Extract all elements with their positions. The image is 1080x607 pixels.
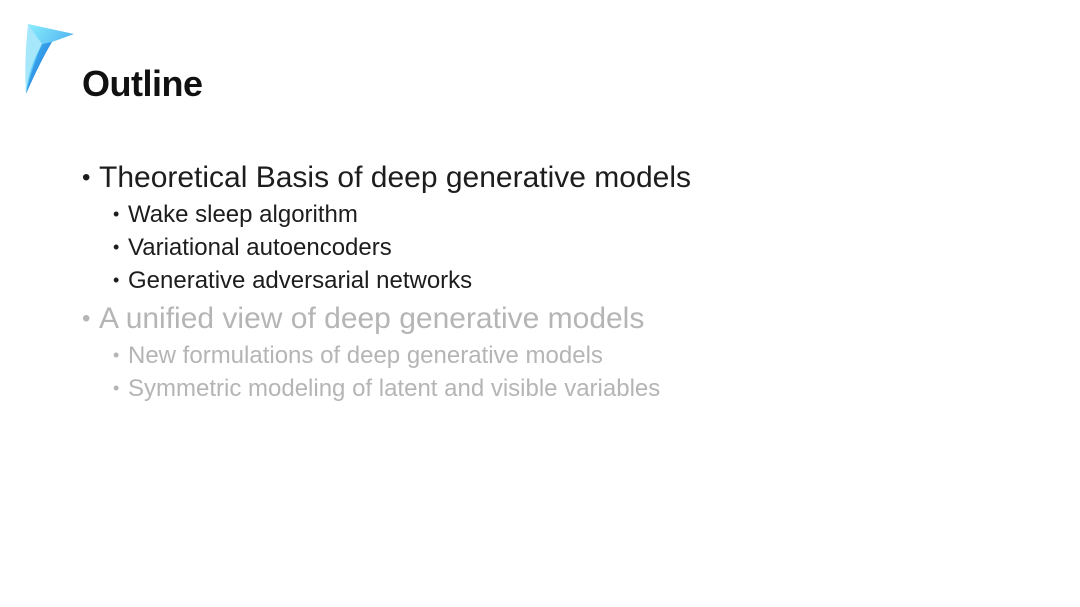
outline-item-wake-sleep: Wake sleep algorithm — [82, 198, 1042, 231]
slide-title: Outline — [82, 63, 203, 104]
outline-section-theoretical-basis: Theoretical Basis of deep generative mod… — [82, 158, 1042, 198]
outline-section-theoretical-basis-items: Wake sleep algorithm Variational autoenc… — [82, 198, 1042, 297]
outline-item-new-formulations: New formulations of deep generative mode… — [82, 339, 1042, 372]
outline-list: Theoretical Basis of deep generative mod… — [82, 158, 1042, 405]
logo-icon — [25, 24, 74, 94]
outline-item-vae: Variational autoencoders — [82, 231, 1042, 264]
outline-section-unified-view-items: New formulations of deep generative mode… — [82, 339, 1042, 405]
outline-item-gan: Generative adversarial networks — [82, 264, 1042, 297]
outline-item-symmetric-modeling: Symmetric modeling of latent and visible… — [82, 372, 1042, 405]
outline-section-unified-view: A unified view of deep generative models — [82, 299, 1042, 339]
